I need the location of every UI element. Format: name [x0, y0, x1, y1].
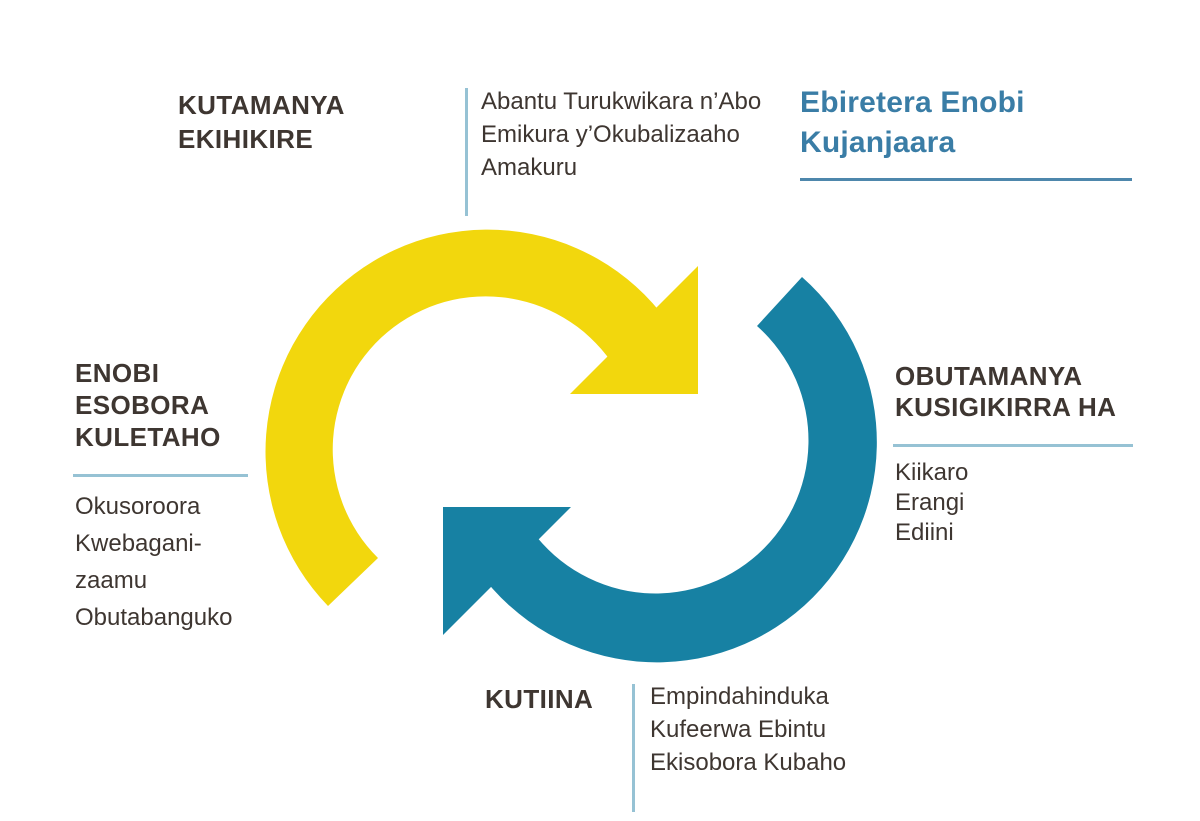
page-title-line: Kujanjaara — [800, 126, 956, 159]
stage-bottom-body-line: Empindahinduka — [650, 683, 829, 710]
page-title: Ebiretera Enobi Kujanjaara — [800, 83, 1025, 163]
stage-left-heading-line: KULETAHO — [75, 422, 221, 452]
stage-right-heading: OBUTAMANYA KUSIGIKIRRA HA — [895, 361, 1116, 423]
page-title-line: Ebiretera Enobi — [800, 86, 1025, 119]
stage-left-body-line: Okusoroora — [75, 493, 201, 520]
stage-top-body-line: Amakuru — [481, 154, 578, 181]
stage-right-body-line: Kiikaro — [895, 459, 969, 486]
title-underline — [800, 178, 1132, 181]
stage-left-body: Okusoroora Kwebagani- zaamu Obutabanguko — [75, 488, 232, 636]
stage-right-body-line: Ediini — [895, 519, 954, 546]
stage-top-body-line: Emikura y’Okubalizaaho — [481, 121, 740, 148]
stage-right-heading-line: OBUTAMANYA — [895, 361, 1083, 391]
stage-bottom-body-line: Ekisobora Kubaho — [650, 749, 847, 776]
yellow-cycle-arrow-icon — [265, 229, 698, 606]
stage-bottom-body-line: Kufeerwa Ebintu — [650, 716, 827, 743]
separator-left-horizontal — [73, 474, 248, 477]
stage-left-heading: ENOBI ESOBORA KULETAHO — [75, 357, 221, 453]
stage-left-body-line: Kwebagani- — [75, 530, 202, 557]
stage-top-heading-line: EKIHIKIRE — [178, 124, 314, 154]
stage-left-body-line: Obutabanguko — [75, 604, 233, 631]
stage-top-body-line: Abantu Turukwikara n’Abo — [481, 88, 762, 115]
stage-right-body: Kiikaro Erangi Ediini — [895, 458, 968, 548]
stage-bottom-body: Empindahinduka Kufeerwa Ebintu Ekisobora… — [650, 680, 846, 779]
stage-left-heading-line: ENOBI — [75, 358, 160, 388]
stage-top-heading-line: KUTAMANYA — [178, 90, 345, 120]
stage-top-body: Abantu Turukwikara n’Abo Emikura y’Okuba… — [481, 85, 761, 184]
stage-top-heading: KUTAMANYA EKIHIKIRE — [178, 88, 345, 156]
blue-cycle-arrow-icon — [443, 277, 877, 663]
separator-bottom-vertical — [632, 684, 635, 812]
separator-top-vertical — [465, 88, 468, 216]
stage-bottom-heading-line: KUTIINA — [485, 684, 594, 714]
separator-right-horizontal — [893, 444, 1133, 447]
stage-right-heading-line: KUSIGIKIRRA HA — [895, 392, 1117, 422]
stage-left-heading-line: ESOBORA — [75, 390, 210, 420]
stage-bottom-heading: KUTIINA — [485, 682, 593, 716]
stage-left-body-line: zaamu — [75, 567, 148, 594]
stage-right-body-line: Erangi — [895, 489, 965, 516]
